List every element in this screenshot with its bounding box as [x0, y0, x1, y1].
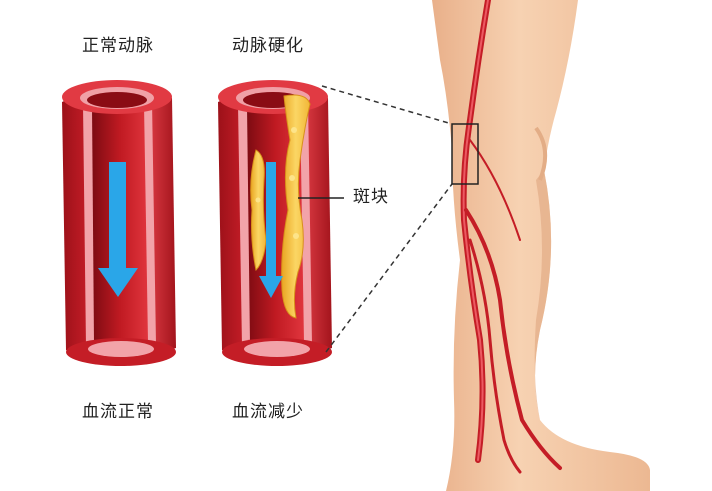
flow-normal-label: 血流正常 [82, 402, 154, 422]
normal-artery [62, 80, 176, 366]
hardened-artery-label: 动脉硬化 [232, 36, 304, 56]
flow-arrow-icon [259, 162, 283, 298]
magnify-box-icon [451, 123, 479, 185]
normal-artery-label: 正常动脉 [82, 36, 154, 56]
plaque-label: 斑块 [353, 187, 389, 207]
plaque [250, 94, 311, 319]
leg [432, 0, 650, 491]
zoom-lines [321, 85, 453, 353]
leg-arteries [460, 0, 562, 474]
flow-arrow-icon [98, 162, 138, 297]
flow-reduced-label: 血流减少 [232, 402, 304, 422]
